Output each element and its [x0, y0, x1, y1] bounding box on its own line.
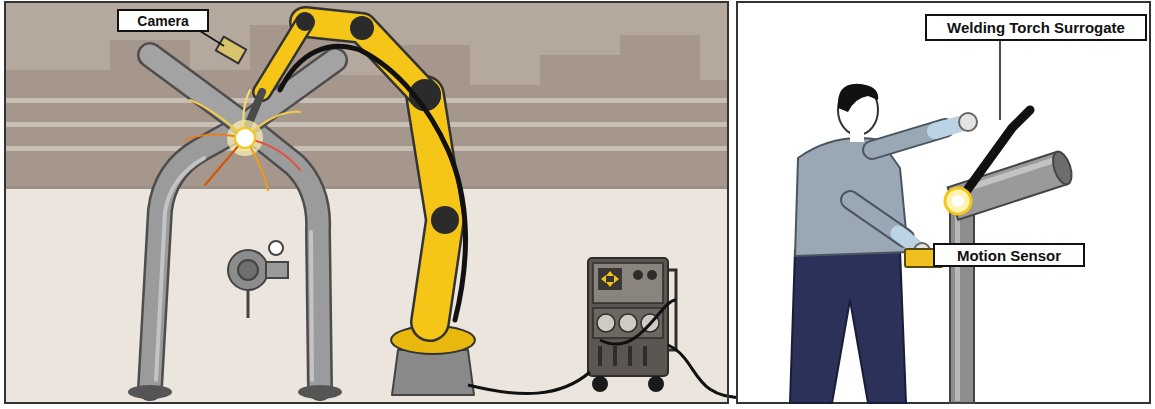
welding-machine-part: [600, 346, 645, 366]
operator-part: [959, 113, 977, 131]
pipe-structure-part: [150, 125, 320, 388]
torch-surrogate-part: [965, 110, 1030, 193]
factory-background-part: [5, 2, 728, 403]
pipe-structure-part: [128, 385, 172, 399]
welding-robot-part: [392, 350, 474, 395]
weld-spark-part: [227, 120, 263, 156]
weld-spark: [185, 90, 300, 190]
valve-part: [247, 290, 250, 318]
valve-part: [238, 260, 258, 280]
valve-part: [269, 241, 283, 255]
welding-machine-part: [647, 270, 657, 280]
operator-part: [790, 250, 906, 403]
cables-part: [600, 300, 676, 344]
leader-lines-part: [200, 31, 224, 46]
pipe-structure-part: [298, 385, 342, 399]
welding-machine-part: [592, 376, 608, 392]
valve-part: [266, 262, 288, 278]
operator-part: [795, 138, 908, 256]
welding-machine-part: [601, 271, 619, 287]
pipe-structure-part: [150, 125, 320, 388]
torch-surrogate: [945, 110, 1030, 214]
operator-panel-part-part: [1049, 149, 1075, 186]
operator-panel-part: [737, 2, 1150, 403]
pipe-structure-part: [150, 55, 335, 125]
operator-part: [838, 84, 878, 112]
factory-background-part: [5, 146, 728, 151]
callout-text: Welding Torch Surrogate: [947, 19, 1125, 36]
callout-text: Camera: [137, 13, 188, 29]
torch-surrogate-part: [952, 195, 964, 207]
operator-part: [898, 233, 915, 246]
callout-label: Welding Torch Surrogate: [925, 14, 1147, 41]
pipe-structure-part: [311, 232, 312, 380]
panel-frame: [5, 2, 728, 403]
welding-machine-part: [633, 270, 643, 280]
welding-machine-part: [668, 270, 676, 350]
welding-robot-part: [280, 46, 465, 320]
welding-robot-part: [350, 16, 374, 40]
welding-robot-part: [431, 206, 459, 234]
pipe-structure-part: [156, 158, 204, 380]
callout-text: Motion Sensor: [957, 247, 1061, 264]
welding-robot-part: [296, 13, 314, 31]
operator-part: [850, 132, 864, 142]
welding-machine-part: [648, 376, 664, 392]
cables-part: [468, 372, 590, 394]
callout-label: Camera: [117, 9, 209, 32]
operator-panel-part: [950, 212, 974, 403]
welding-machine-part: [597, 314, 615, 332]
leader-lines: [200, 31, 1000, 252]
operator-panel: [737, 2, 1150, 403]
torch-surrogate-part: [945, 188, 971, 214]
factory-background-part: [5, 98, 728, 103]
factory-background-part: [5, 122, 728, 127]
operator-part: [935, 124, 960, 131]
welding-robot-part: [216, 37, 247, 64]
valve-part: [228, 250, 268, 290]
welding-robot: [216, 13, 475, 395]
welding-machine: [588, 258, 676, 392]
valve: [228, 241, 288, 318]
welding-machine-part: [593, 263, 663, 303]
factory-background-part: [5, 2, 728, 188]
weld-spark-part: [235, 128, 255, 148]
welding-machine-part: [598, 268, 622, 290]
welding-machine-part: [619, 314, 637, 332]
pipe-structure-part: [150, 55, 335, 125]
factory-background-part: [5, 186, 728, 189]
leader-lines-part: [999, 40, 1001, 120]
callout-label: Motion Sensor: [933, 243, 1085, 267]
factory-background: [5, 2, 728, 403]
pipe-structure: [128, 55, 342, 399]
